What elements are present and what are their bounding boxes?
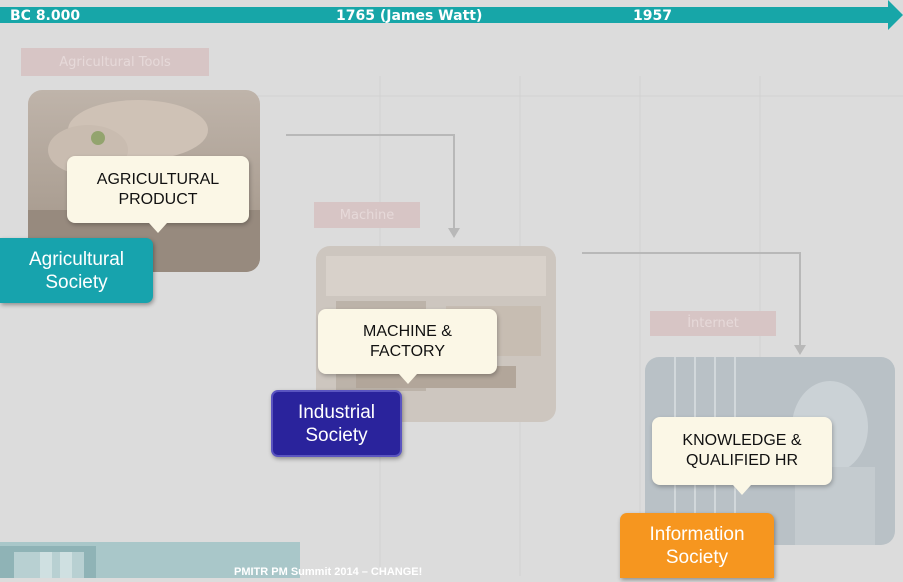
industrial-society-badge: Industrial Society (271, 390, 402, 457)
tag-machine: Machine (314, 202, 420, 228)
pmi-logo (0, 546, 96, 578)
agricultural-society-line1: Agricultural (28, 248, 125, 270)
timeline-label-1957: 1957 (633, 8, 672, 24)
callout-knowledge-line1: KNOWLEDGE & (682, 432, 802, 449)
callout-machine-line1: MACHINE & (363, 322, 452, 340)
agricultural-society-badge: Agricultural Society (0, 238, 153, 303)
callout-machine-line2: FACTORY (370, 342, 445, 360)
tag-internet: İnternet (650, 311, 776, 336)
footer-text: PMITR PM Summit 2014 – CHANGE! (234, 566, 423, 578)
callout-agricultural-product: AGRICULTURAL PRODUCT (67, 156, 249, 233)
callout-knowledge-line2: QUALIFIED HR (685, 452, 798, 469)
timeline-label-1765: 1765 (James Watt) (336, 8, 483, 24)
timeline-arrow (0, 0, 903, 30)
information-society-line1: Information (649, 523, 745, 545)
information-society-badge: Information Society (620, 513, 774, 578)
industrial-society-line1: Industrial (297, 401, 376, 423)
information-society-line2: Society (665, 546, 729, 568)
callout-agricultural-line2: PRODUCT (118, 190, 198, 208)
timeline-label-bc-8000: BC 8.000 (10, 8, 81, 24)
callout-machine-factory: MACHINE & FACTORY (318, 309, 497, 384)
callout-agricultural-line1: AGRICULTURAL (96, 170, 220, 188)
callout-knowledge-hr: KNOWLEDGE & QUALIFIED HR (652, 417, 832, 495)
agricultural-society-line2: Society (45, 271, 108, 293)
tag-agricultural-tools: Agricultural Tools (21, 48, 209, 76)
industrial-society-line2: Society (305, 424, 368, 446)
